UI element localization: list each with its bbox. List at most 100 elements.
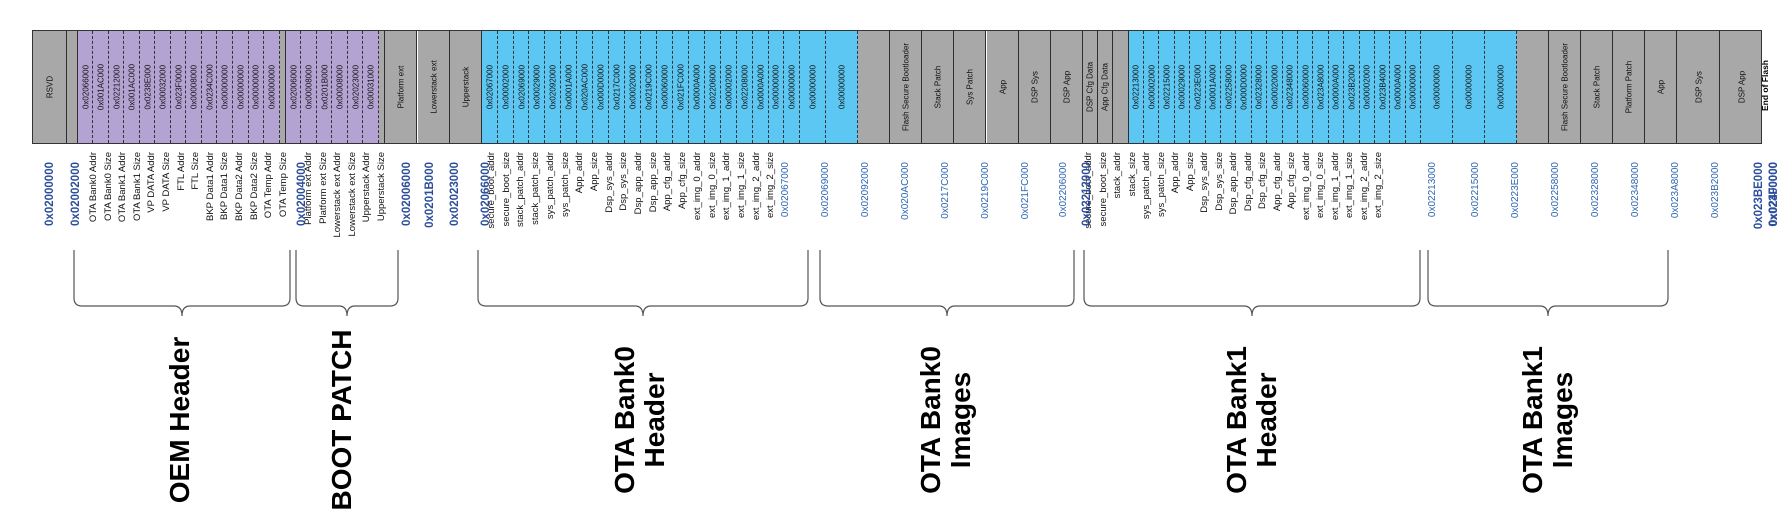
region-24: Lowerstack ext <box>417 31 450 143</box>
region-11: 0x00000000 <box>217 31 233 143</box>
region-82: Stack Patch <box>1581 31 1614 143</box>
region-0: RSVD <box>33 31 68 143</box>
region-39: 0x0000A000 <box>688 31 705 143</box>
region-38: 0x021FC000 <box>672 31 689 143</box>
region-79: 0x00000000 <box>1484 31 1517 143</box>
region-5: 0x001AC000 <box>124 31 140 143</box>
region-70: 0x023A8000 <box>1313 31 1329 143</box>
region-80 <box>1517 31 1550 143</box>
region-60: 0x02215000 <box>1159 31 1175 143</box>
region-6: 0x0238E000 <box>139 31 156 143</box>
region-13: 0x00000000 <box>248 31 264 143</box>
region-16: 0x02006000 <box>285 31 302 143</box>
region-77: 0x00000000 <box>1420 31 1453 143</box>
region-78: 0x00000000 <box>1452 31 1485 143</box>
region-27: 0x00002000 <box>497 31 514 143</box>
region-72: 0x023B2000 <box>1344 31 1360 143</box>
section-title-line: Images <box>945 371 976 469</box>
region-12: 0x00000000 <box>233 31 249 143</box>
section-title-line: Header <box>1251 372 1282 468</box>
region-76: 0x00000000 <box>1405 31 1421 143</box>
section-brace <box>1083 250 1421 317</box>
region-37: 0x00060000 <box>656 31 673 143</box>
region-10: 0x0234C000 <box>201 31 218 143</box>
region-7: 0x00032000 <box>155 31 171 143</box>
region-73: 0x00002000 <box>1359 31 1375 143</box>
region-66: 0x02328000 <box>1251 31 1268 143</box>
section-brace <box>1427 250 1669 317</box>
section-brace <box>295 250 399 317</box>
region-44: 0x00000000 <box>768 31 785 143</box>
region-19: 0x00008000 <box>332 31 348 143</box>
region-20: 0x02023000 <box>347 31 364 143</box>
region-84: App <box>1645 31 1678 143</box>
region-62: 0x0223E000 <box>1190 31 1206 143</box>
region-57 <box>1113 31 1129 143</box>
region-83: Platform Patch <box>1613 31 1646 143</box>
region-51: Sys Patch <box>954 31 987 143</box>
region-81: Flash Secure Bootloader <box>1549 31 1582 143</box>
section-title: OEM Header <box>164 320 195 520</box>
section-title-line: Header <box>639 372 670 468</box>
region-2: 0x02066000 <box>77 31 94 143</box>
region-45: 0x00000000 <box>784 31 801 143</box>
region-52: App <box>986 31 1019 143</box>
region-22 <box>379 31 386 143</box>
section-brace <box>73 250 291 317</box>
region-64: 0x02258000 <box>1220 31 1237 143</box>
region-29: 0x00029000 <box>529 31 546 143</box>
region-65: 0x000D0000 <box>1236 31 1252 143</box>
region-58: 0x02213000 <box>1128 31 1144 143</box>
region-68: 0x02348000 <box>1282 31 1298 143</box>
region-23: Platform ext <box>385 31 418 143</box>
region-43: 0x0000A000 <box>752 31 769 143</box>
section-title-line: OTA Bank1 <box>1221 346 1252 494</box>
section-title-line: OEM Header <box>164 336 195 504</box>
region-42: 0x02208000 <box>736 31 753 143</box>
region-4: 0x02212000 <box>108 31 125 143</box>
region-1 <box>67 31 78 143</box>
section-brace <box>819 250 1075 317</box>
region-14: 0x00000000 <box>264 31 280 143</box>
section-title-line: Images <box>1547 371 1578 469</box>
region-15 <box>279 31 286 143</box>
region-21: 0x00031000 <box>363 31 379 143</box>
region-86: DSP App <box>1720 31 1761 143</box>
region-41: 0x00002000 <box>720 31 737 143</box>
region-8: 0x023F0000 <box>170 31 187 143</box>
region-50: Stack Patch <box>922 31 955 143</box>
region-30: 0x02092000 <box>545 31 562 143</box>
region-47: 0x00000000 <box>826 31 859 143</box>
region-36: 0x0219C000 <box>641 31 657 143</box>
region-46: 0x00000000 <box>800 31 827 143</box>
section-brace <box>477 250 809 317</box>
section-title-line: OTA Bank0 <box>609 346 640 494</box>
region-54: DSP App <box>1050 31 1083 143</box>
region-61: 0x00029000 <box>1174 31 1191 143</box>
section-title: BOOT PATCH <box>326 320 357 520</box>
region-55: DSP Cfg Data <box>1082 31 1098 143</box>
region-3: 0x001AC000 <box>93 31 109 143</box>
region-34: 0x0217C000 <box>609 31 626 143</box>
region-33: 0x000D0000 <box>593 31 610 143</box>
region-85: DSP Sys <box>1677 31 1721 143</box>
region-40: 0x02206000 <box>704 31 721 143</box>
region-53: DSP Sys <box>1018 31 1051 143</box>
region-32: 0x020AC000 <box>577 31 594 143</box>
region-35: 0x00020000 <box>625 31 642 143</box>
region-9: 0x00008000 <box>186 31 202 143</box>
region-17: 0x00008000 <box>301 31 317 143</box>
section-title-line: OTA Bank0 <box>915 346 946 494</box>
region-28: 0x02069000 <box>513 31 530 143</box>
region-48 <box>858 31 891 143</box>
region-31: 0x0001A000 <box>561 31 578 143</box>
region-59: 0x00002000 <box>1143 31 1160 143</box>
region-67: 0x00020000 <box>1267 31 1283 143</box>
section-title-line: BOOT PATCH <box>326 329 357 511</box>
